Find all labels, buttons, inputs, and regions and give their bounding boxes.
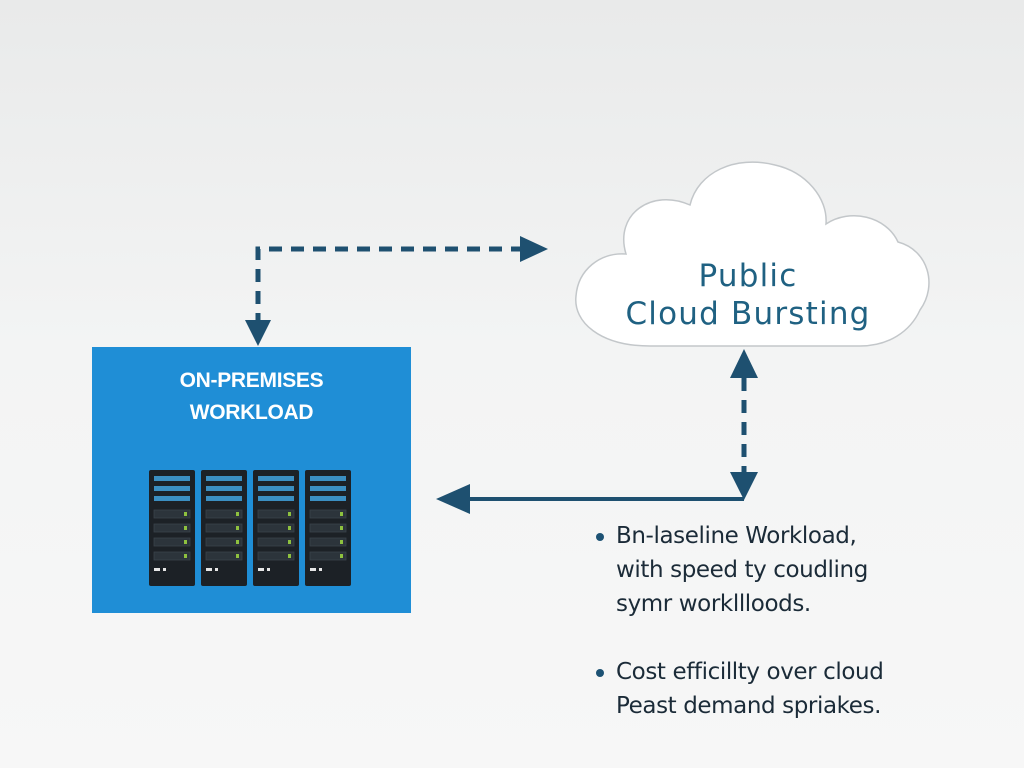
- arrowhead-down: [730, 472, 758, 500]
- rack-slot: [258, 476, 294, 481]
- rack-slot: [310, 496, 346, 501]
- status-led: [184, 540, 187, 544]
- status-led: [236, 512, 239, 516]
- status-led: [340, 554, 343, 558]
- rack-slot: [206, 486, 242, 491]
- status-led: [288, 526, 291, 530]
- rack-indicator: [163, 568, 166, 571]
- dashed-arrow-cloud-vertical: [730, 349, 758, 500]
- server-rack: [253, 470, 299, 586]
- rack-indicator: [319, 568, 322, 571]
- drive-bay: [257, 537, 295, 547]
- drive-bay: [257, 523, 295, 533]
- note-item-cost: Cost efficillty over cloud Peast demand …: [594, 655, 994, 723]
- rack-slot: [206, 476, 242, 481]
- rack-slot: [310, 486, 346, 491]
- drive-bay: [205, 523, 243, 533]
- drive-bay: [205, 537, 243, 547]
- drive-bay: [153, 551, 191, 561]
- status-led: [236, 540, 239, 544]
- status-led: [340, 512, 343, 516]
- status-led: [184, 526, 187, 530]
- drive-bay: [205, 509, 243, 519]
- status-led: [236, 526, 239, 530]
- server-rack: [201, 470, 247, 586]
- cloud-label-line2: Cloud Bursting: [625, 296, 871, 332]
- rack-indicator: [206, 568, 212, 571]
- note-line: Peast demand spriakes.: [616, 693, 882, 719]
- rack-slot: [258, 486, 294, 491]
- notes-list: Bn-laseline Workload, with speed ty coud…: [594, 519, 994, 757]
- server-racks: [149, 470, 351, 586]
- drive-bay: [257, 509, 295, 519]
- status-led: [340, 526, 343, 530]
- onprem-title-line2: WORKLOAD: [189, 401, 314, 424]
- arrowhead-left: [436, 484, 470, 514]
- status-led: [288, 512, 291, 516]
- note-item-baseline: Bn-laseline Workload, with speed ty coud…: [594, 519, 994, 621]
- rack-slot: [154, 476, 190, 481]
- drive-bay: [309, 551, 347, 561]
- onprem-title-line1: ON-PREMISES: [179, 369, 324, 392]
- rack-indicator: [258, 568, 264, 571]
- cloud-shape: [575, 161, 930, 347]
- status-led: [288, 540, 291, 544]
- solid-arrow-cloud-to-onprem: [436, 484, 744, 514]
- arrowhead-up: [730, 349, 758, 378]
- server-rack: [149, 470, 195, 586]
- drive-bay: [309, 537, 347, 547]
- note-line: symr workllloods.: [616, 591, 811, 617]
- server-rack: [305, 470, 351, 586]
- drive-bay: [153, 523, 191, 533]
- drive-bay: [309, 509, 347, 519]
- arrowhead-right: [520, 236, 548, 262]
- note-line: Cost efficillty over cloud: [616, 659, 884, 685]
- status-led: [184, 512, 187, 516]
- drive-bay: [257, 551, 295, 561]
- rack-slot: [154, 486, 190, 491]
- status-led: [184, 554, 187, 558]
- rack-slot: [206, 496, 242, 501]
- drive-bay: [153, 509, 191, 519]
- rack-slot: [154, 496, 190, 501]
- arrowhead-down: [245, 320, 271, 346]
- status-led: [236, 554, 239, 558]
- rack-indicator: [310, 568, 316, 571]
- rack-slot: [258, 496, 294, 501]
- onprem-title: ON-PREMISES WORKLOAD: [92, 365, 411, 429]
- rack-indicator: [154, 568, 160, 571]
- onprem-workload-box: ON-PREMISES WORKLOAD: [92, 347, 411, 613]
- note-line: with speed ty coudling: [616, 557, 868, 583]
- rack-slot: [310, 476, 346, 481]
- status-led: [340, 540, 343, 544]
- cloud-label-line1: Public: [698, 258, 798, 294]
- cloud-label: Public Cloud Bursting: [588, 257, 908, 333]
- rack-indicator: [267, 568, 270, 571]
- note-line: Bn-laseline Workload,: [616, 523, 857, 549]
- drive-bay: [205, 551, 243, 561]
- dashed-arrow-onprem-to-cloud: [245, 236, 548, 346]
- drive-bay: [309, 523, 347, 533]
- status-led: [288, 554, 291, 558]
- drive-bay: [153, 537, 191, 547]
- rack-indicator: [215, 568, 218, 571]
